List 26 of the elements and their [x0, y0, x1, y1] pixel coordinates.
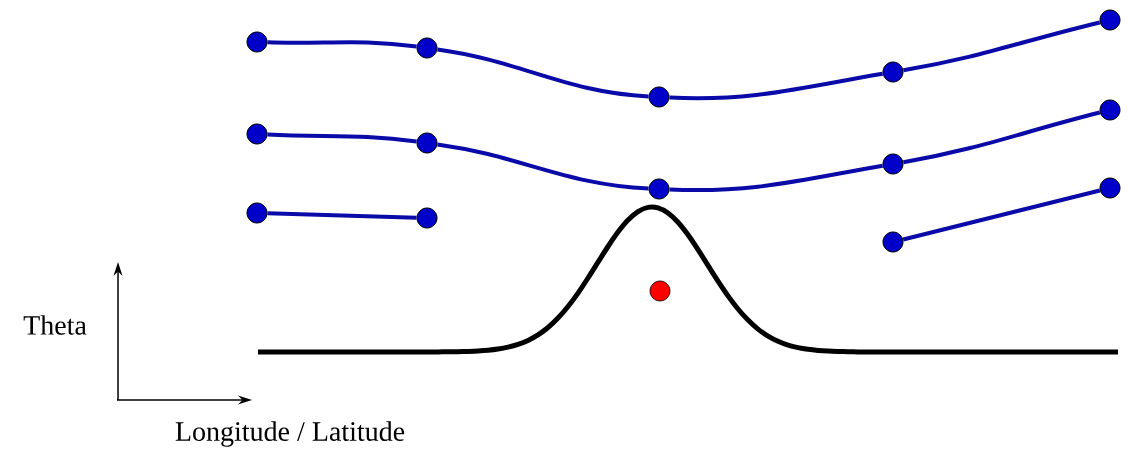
curve-line — [267, 40, 417, 49]
data-point — [882, 231, 904, 253]
axis-label: Theta — [23, 315, 87, 335]
data-point — [246, 202, 268, 224]
curve-line — [902, 188, 1101, 242]
data-point — [416, 207, 438, 229]
data-point — [416, 132, 438, 154]
curve-line — [267, 132, 417, 144]
data-point — [416, 37, 438, 59]
curve-line — [669, 71, 883, 101]
data-point — [1099, 9, 1121, 31]
data-point — [246, 31, 268, 53]
data-point — [246, 123, 268, 145]
data-point — [882, 153, 904, 175]
data-point — [1099, 99, 1121, 121]
curve-line — [267, 211, 417, 220]
curve-line — [437, 47, 649, 99]
curve-line — [903, 20, 1101, 73]
curve-line — [903, 110, 1101, 165]
data-point — [1099, 177, 1121, 199]
data-point — [648, 178, 670, 200]
data-point — [648, 86, 670, 108]
data-point — [882, 61, 904, 83]
curve-line — [437, 142, 649, 191]
curve-line — [669, 163, 883, 193]
axis-label: Longitude / Latitude — [175, 421, 405, 447]
